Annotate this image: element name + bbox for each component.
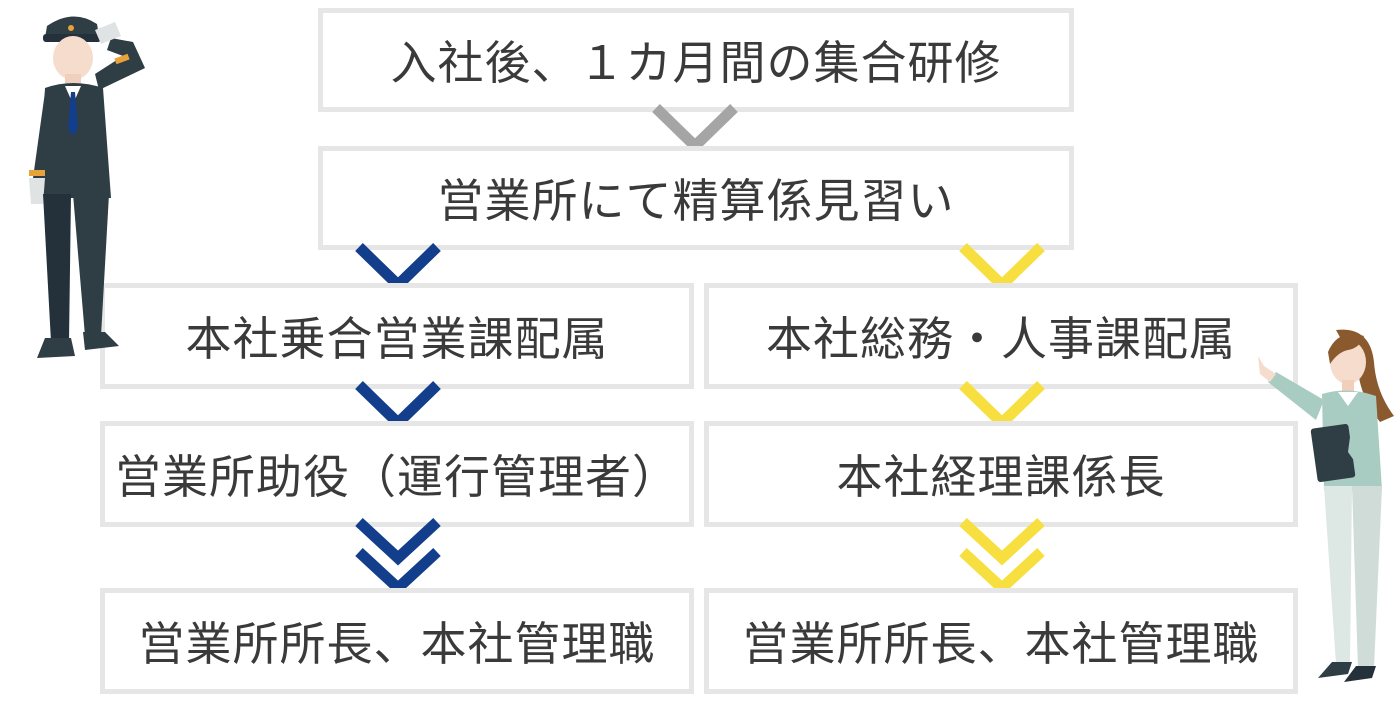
left-step-assistant-manager-label: 営業所助役（運行管理者） <box>115 450 679 504</box>
right-step-accounting-chief: 本社経理課係長 <box>704 421 1298 527</box>
step-accounting-trainee: 営業所にて精算係見習い <box>318 146 1074 250</box>
step-training: 入社後、１カ月間の集合研修 <box>318 8 1074 112</box>
office-worker-illustration <box>1258 329 1394 682</box>
arrow-right-3-double <box>959 518 1045 596</box>
left-step-manager: 営業所所長、本社管理職 <box>100 588 694 694</box>
saluting-driver-illustration <box>29 16 145 358</box>
step-accounting-trainee-label: 営業所にて精算係見習い <box>437 174 955 228</box>
arrow-common-down <box>652 104 738 152</box>
right-step-hr-dept-label: 本社総務・人事課配属 <box>766 312 1236 366</box>
left-step-assistant-manager: 営業所助役（運行管理者） <box>100 421 694 527</box>
right-step-manager-label: 営業所所長、本社管理職 <box>742 617 1260 671</box>
right-step-hr-dept: 本社総務・人事課配属 <box>704 283 1298 389</box>
arrow-left-3-double <box>355 518 441 596</box>
step-training-label: 入社後、１カ月間の集合研修 <box>390 36 1002 90</box>
right-step-accounting-chief-label: 本社経理課係長 <box>836 450 1166 504</box>
left-step-sales-dept-label: 本社乗合営業課配属 <box>185 312 609 366</box>
left-step-sales-dept: 本社乗合営業課配属 <box>100 283 694 389</box>
right-step-manager: 営業所所長、本社管理職 <box>704 588 1298 694</box>
left-step-manager-label: 営業所所長、本社管理職 <box>138 617 656 671</box>
